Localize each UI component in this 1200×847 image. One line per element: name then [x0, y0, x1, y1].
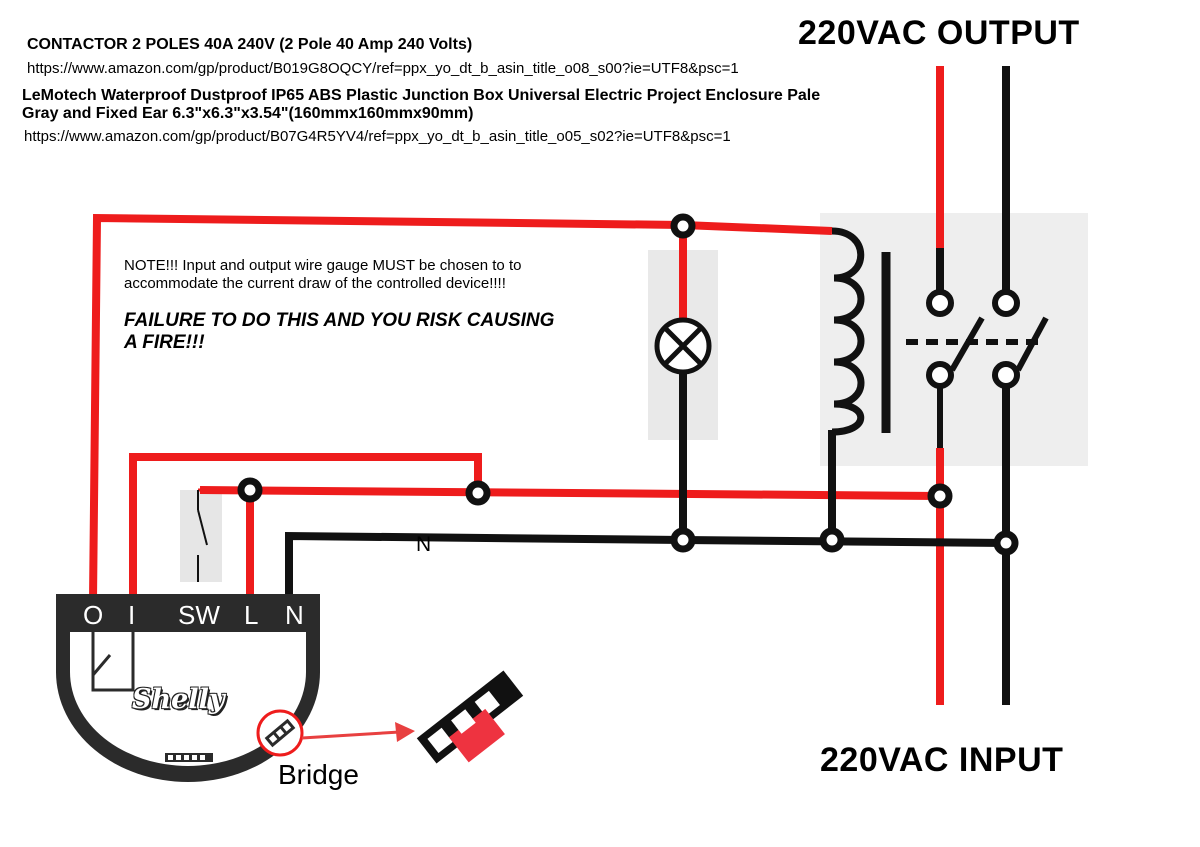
terminal-o-label: O [83, 600, 104, 630]
switch-panel [180, 490, 222, 582]
shelly-device [56, 594, 320, 782]
terminal-n-label: N [285, 600, 304, 630]
junction-box-url: https://www.amazon.com/gp/product/B07G4R… [24, 128, 731, 145]
live-wires [89, 66, 944, 705]
note-line1: NOTE!!! Input and output wire gauge MUST… [124, 257, 522, 274]
terminal-i-label: I [128, 600, 136, 630]
warning-line1: FAILURE TO DO THIS AND YOU RISK CAUSING [124, 310, 555, 331]
terminal-l-label: L [244, 600, 259, 630]
junction-dots [237, 213, 1019, 556]
bridge-label: Bridge [278, 759, 359, 790]
contactor-title: CONTACTOR 2 POLES 40A 240V (2 Pole 40 Am… [27, 36, 473, 53]
note-line2: accommodate the current draw of the cont… [124, 275, 506, 292]
wall-switch-icon [197, 490, 208, 582]
shelly-logo: Shelly [132, 684, 225, 715]
bridge-jumper-icon [416, 670, 524, 764]
indicator-lamp-icon [654, 317, 712, 375]
warning-line2: A FIRE!!! [124, 332, 205, 353]
output-label: 220VAC OUTPUT [798, 14, 1080, 52]
input-label: 220VAC INPUT [820, 741, 1064, 779]
contactor-coil [831, 227, 891, 436]
junction-box-title-line1: LeMotech Waterproof Dustproof IP65 ABS P… [22, 87, 821, 104]
neutral-wire-label: N [416, 533, 432, 556]
contactor-url: https://www.amazon.com/gp/product/B019G8… [27, 60, 739, 77]
terminal-sw-label: SW [178, 600, 220, 630]
contactor-contacts [906, 289, 1049, 448]
junction-box-title-line2: Gray and Fixed Ear 6.3"x6.3"x3.54"(160mm… [22, 105, 474, 122]
bridge-arrow-icon [301, 722, 415, 742]
